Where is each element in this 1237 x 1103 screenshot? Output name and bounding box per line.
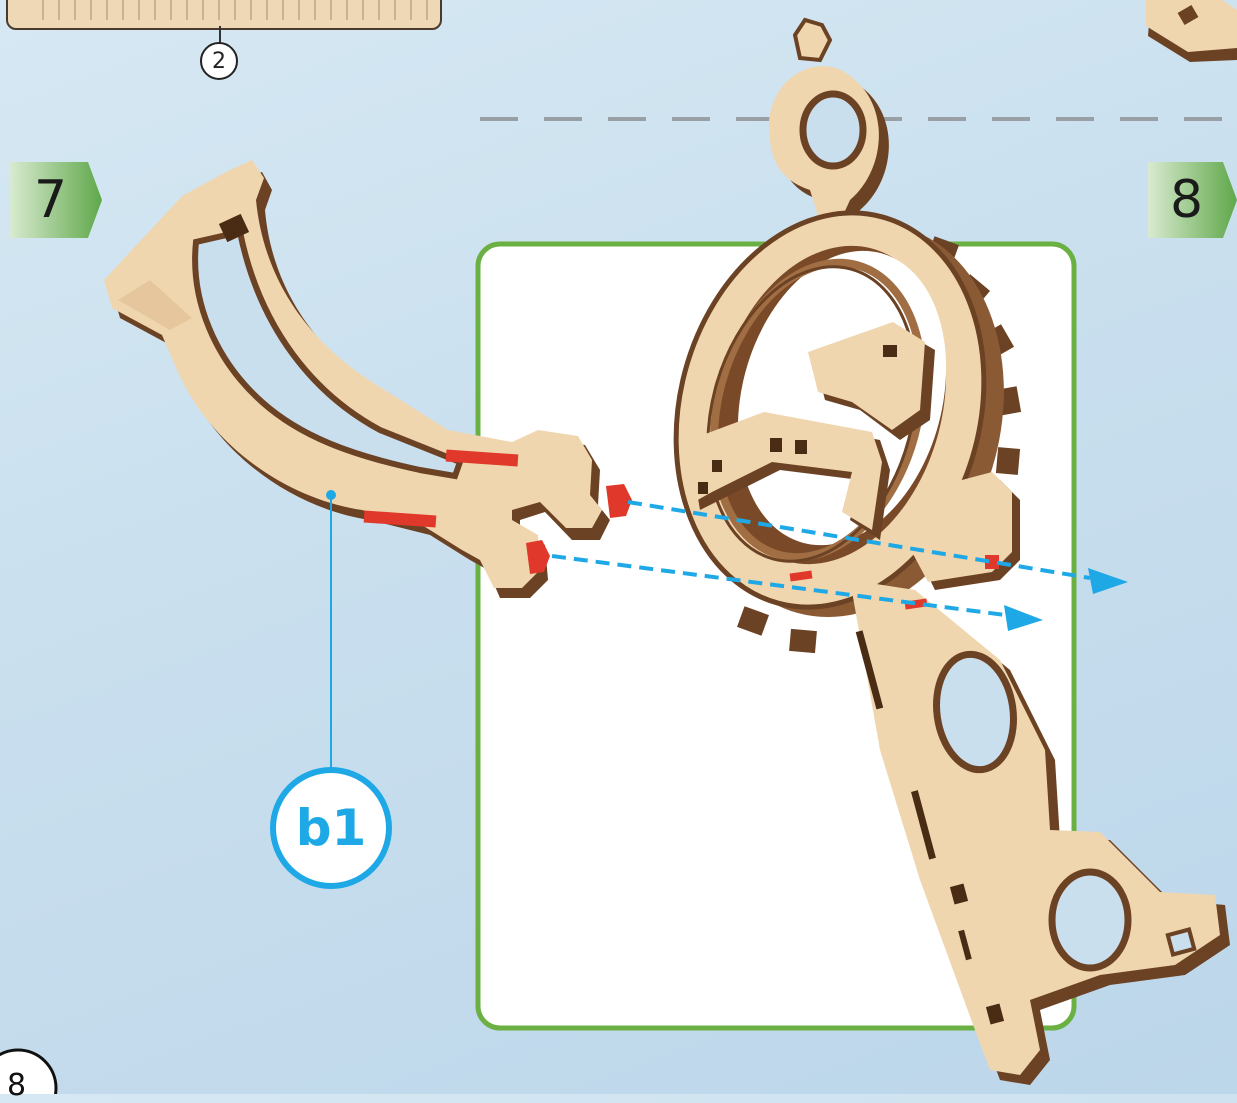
step-8-number: 8 xyxy=(1170,170,1203,230)
b1-label: b1 xyxy=(296,799,367,857)
bottom-marker-number: 8 xyxy=(7,1068,26,1103)
top-right-piece xyxy=(1146,0,1237,62)
arrow-head-upper xyxy=(1088,568,1128,594)
step-7-number: 7 xyxy=(34,170,67,230)
b1-callout: b1 xyxy=(270,767,392,889)
